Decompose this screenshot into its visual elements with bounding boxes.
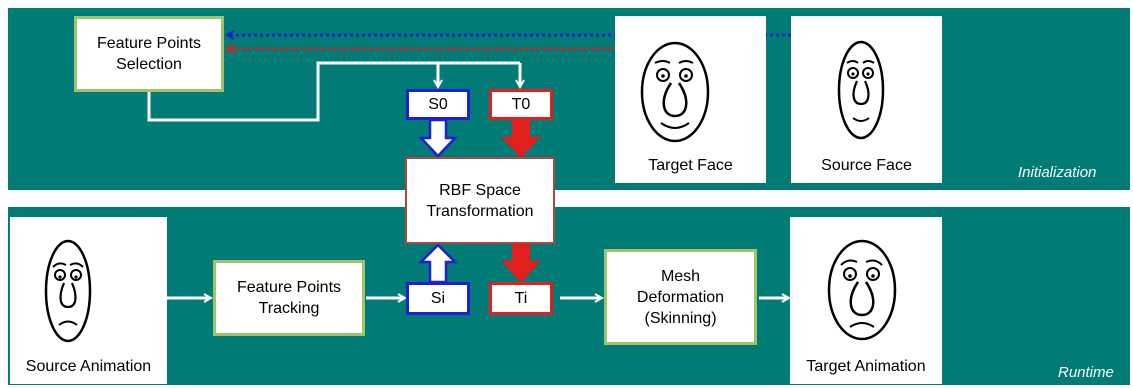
block-arrow-ti-down xyxy=(501,243,541,283)
source-face-label: Source Face xyxy=(821,157,912,174)
s0-box: S0 xyxy=(406,89,470,120)
feature-points-tracking-box: Feature Points Tracking xyxy=(213,260,365,336)
runtime-panel xyxy=(8,207,1130,385)
feature-points-selection-label: Feature Points Selection xyxy=(96,35,202,73)
block-arrow-t0-down xyxy=(501,118,541,158)
ti-label: Ti xyxy=(514,290,528,307)
source-face-icon xyxy=(837,40,885,140)
target-face-label: Target Face xyxy=(648,157,733,174)
t0-box: T0 xyxy=(489,89,553,120)
s0-label: S0 xyxy=(428,96,448,113)
feature-points-tracking-label: Feature Points Tracking xyxy=(236,279,342,317)
si-label: Si xyxy=(430,290,446,307)
ti-box: Ti xyxy=(489,282,553,315)
mesh-deformation-label: Mesh Deformation (Skinning) xyxy=(636,267,725,327)
t0-label: T0 xyxy=(511,96,531,113)
target-face-icon xyxy=(640,41,710,143)
source-animation-face-icon xyxy=(44,239,92,343)
source-face-card: Source Face xyxy=(791,16,942,183)
source-animation-card: Source Animation xyxy=(10,217,167,384)
rbf-space-transformation-box: RBF Space Transformation xyxy=(405,157,555,244)
target-animation-card: Target Animation xyxy=(790,217,942,384)
initialization-label: Initialization xyxy=(1018,164,1097,181)
selection-connector xyxy=(147,61,520,122)
source-animation-label: Source Animation xyxy=(25,358,152,375)
si-box: Si xyxy=(406,282,470,315)
rbf-label: RBF Space Transformation xyxy=(426,181,534,220)
target-animation-face-icon xyxy=(827,239,897,341)
runtime-label: Runtime xyxy=(1058,364,1114,381)
target-face-card: Target Face xyxy=(615,16,766,183)
feature-points-selection-box: Feature Points Selection xyxy=(74,16,224,92)
target-animation-label: Target Animation xyxy=(806,358,926,375)
mesh-deformation-box: Mesh Deformation (Skinning) xyxy=(604,249,757,345)
block-arrow-si-up xyxy=(417,243,459,284)
block-arrow-s0-down xyxy=(418,118,458,158)
